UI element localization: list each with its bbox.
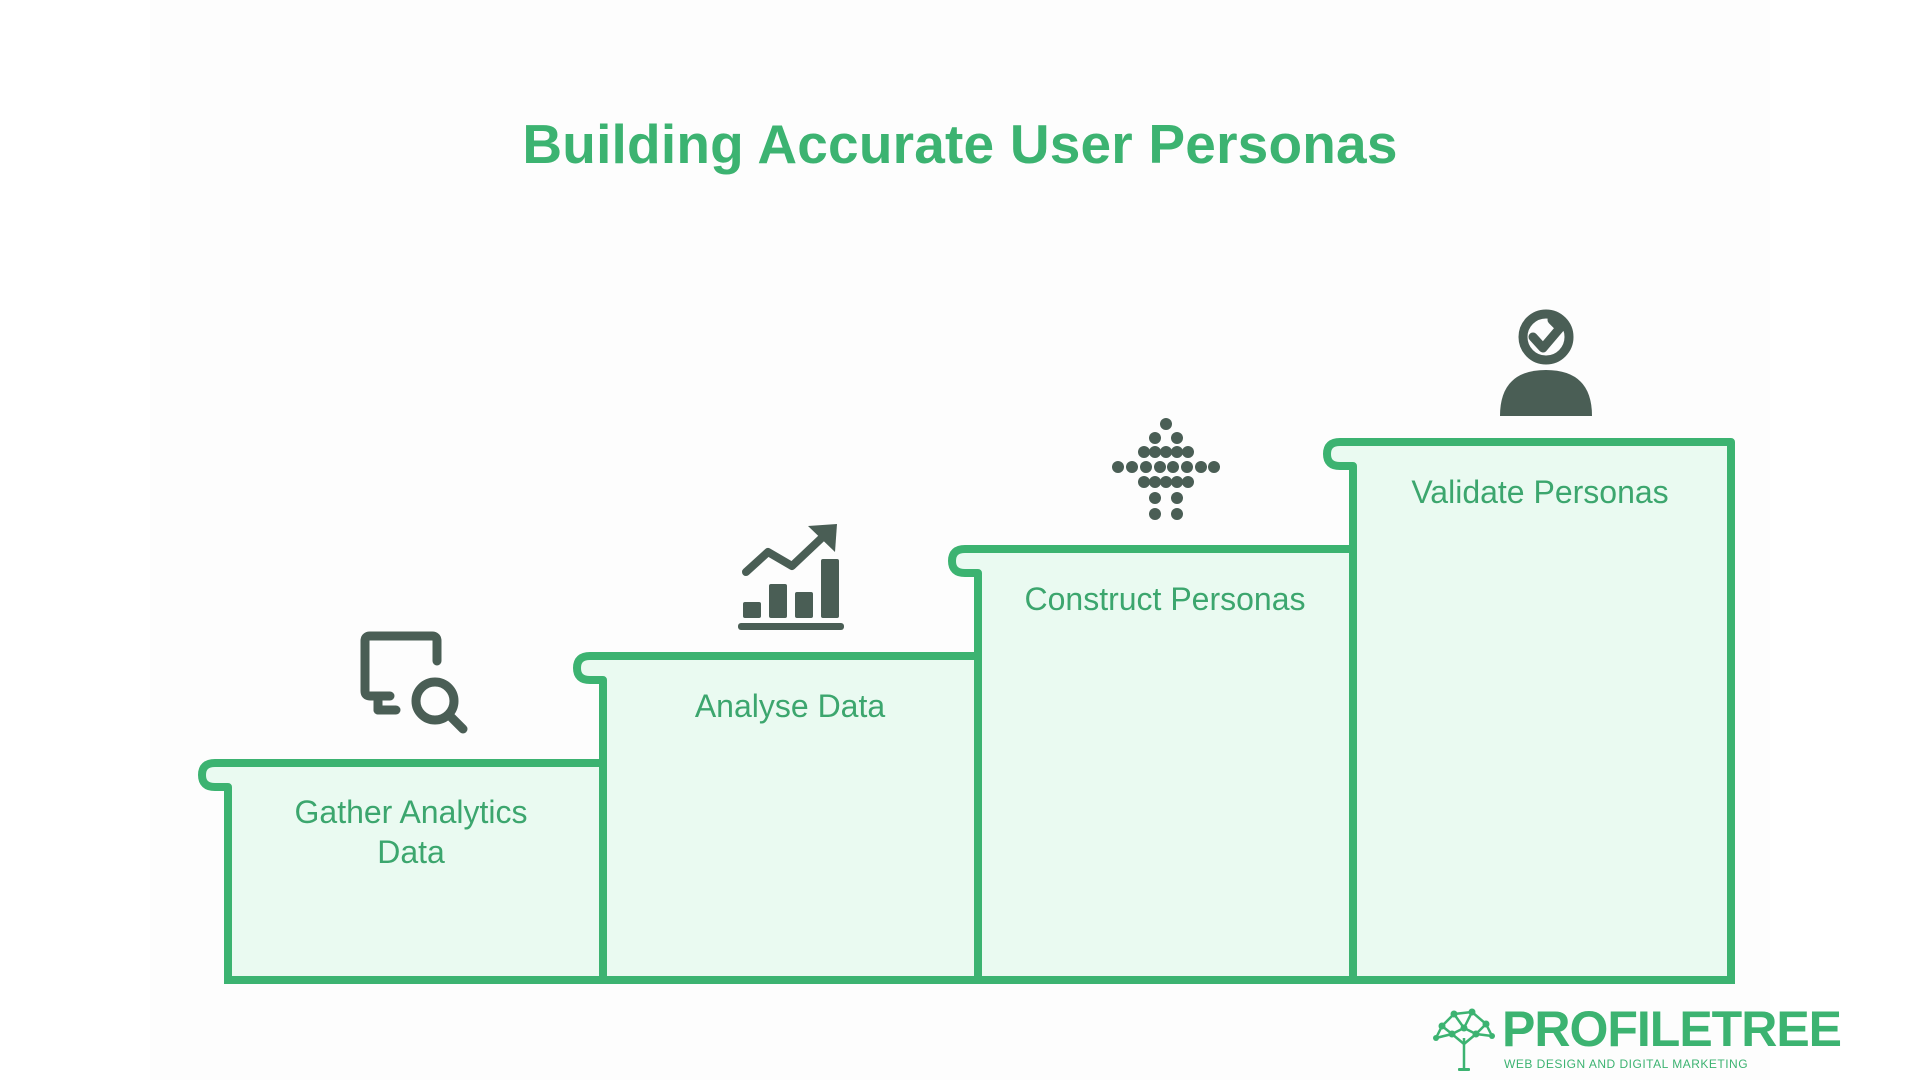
- step-1-label-line1: Gather Analytics: [294, 794, 528, 830]
- step-1-label: Gather Analytics Data: [231, 792, 591, 872]
- step-4-label: Validate Personas: [1360, 472, 1720, 512]
- logo-tagline: WEB DESIGN AND DIGITAL MARKETING: [1504, 1057, 1749, 1071]
- step-4-label-line1: Validate Personas: [1411, 474, 1669, 510]
- step-2-box: [573, 652, 982, 984]
- step-2-label-line1: Analyse Data: [694, 688, 886, 724]
- tree-network-icon: [1433, 1008, 1495, 1071]
- bar-chart-trend-icon: [738, 524, 844, 630]
- step-3-label: Construct Personas: [985, 579, 1345, 619]
- dotted-arrow-cross-icon: [1112, 418, 1220, 520]
- step-3-label-line1: Construct Personas: [1024, 581, 1306, 617]
- profiletree-logo[interactable]: PROFILETREE WEB DESIGN AND DIGITAL MARKE…: [1432, 1002, 1842, 1074]
- step-3-box: [948, 545, 1357, 984]
- diagram-title: Building Accurate User Personas: [522, 113, 1398, 175]
- step-1-box: [198, 759, 607, 984]
- step-4-box: [1323, 438, 1735, 984]
- monitor-search-icon: [360, 631, 468, 734]
- logo-wordmark: PROFILETREE: [1502, 1001, 1842, 1057]
- step-1-label-line2: Data: [377, 834, 445, 870]
- step-2-label: Analyse Data: [610, 686, 970, 726]
- user-check-icon: [1500, 309, 1592, 416]
